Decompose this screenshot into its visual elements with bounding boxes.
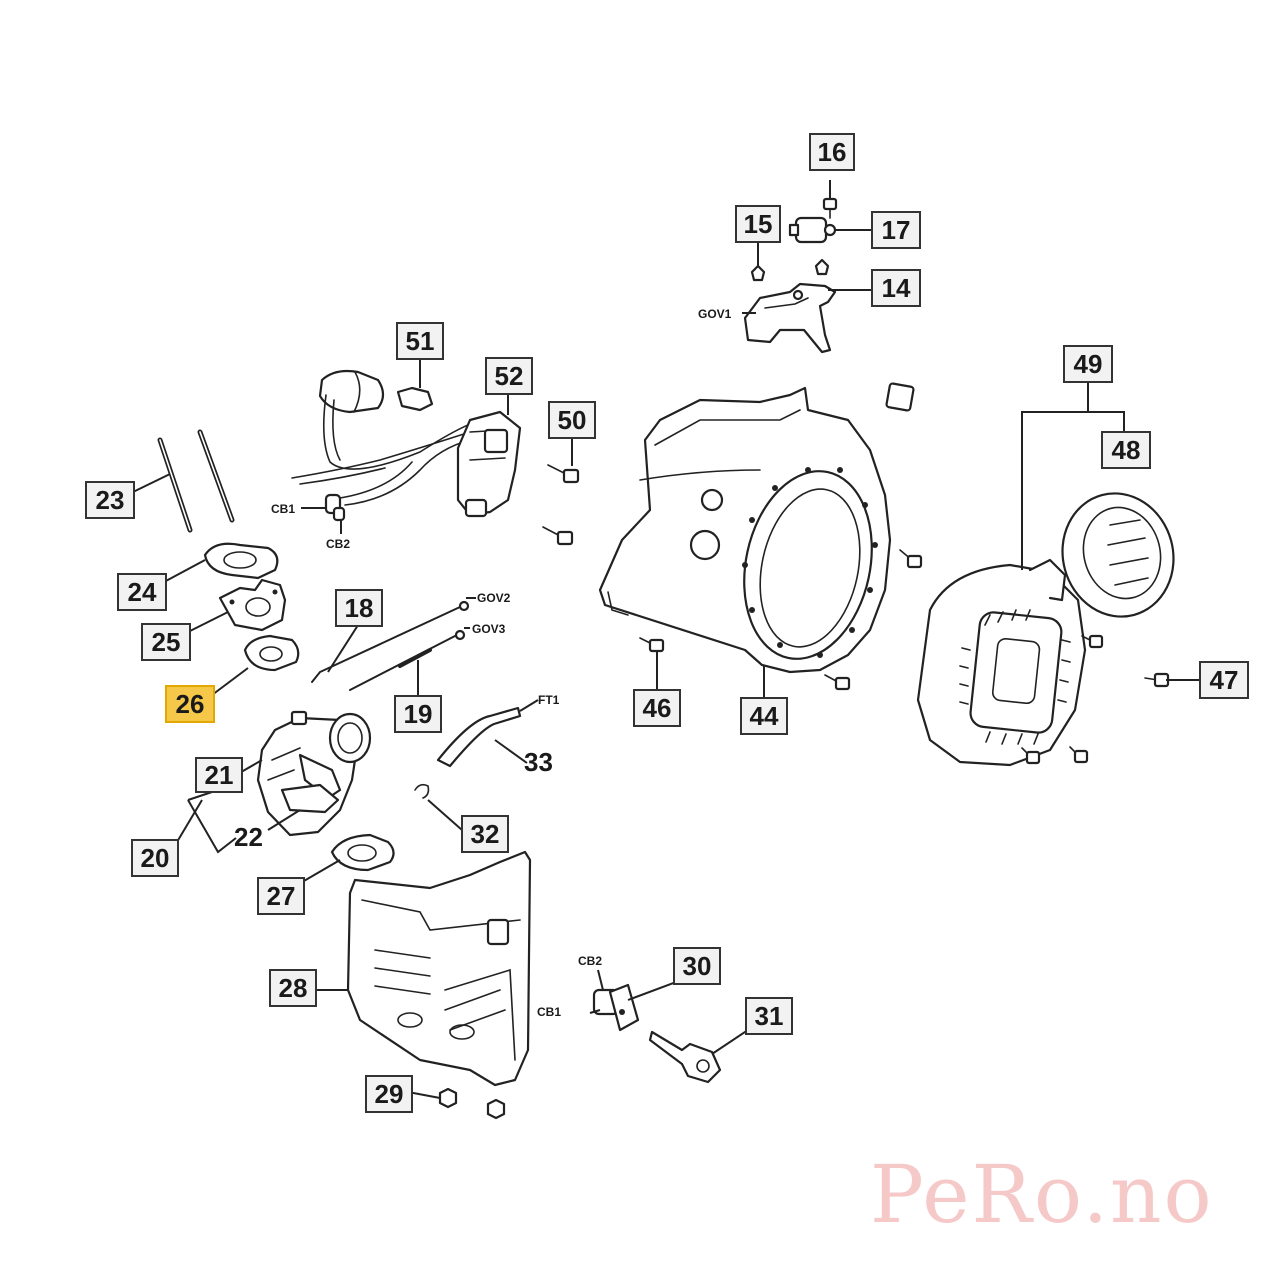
callout-25: 25: [141, 623, 191, 661]
connector-cb2-top: CB2: [326, 537, 350, 551]
part-50-screw: [547, 464, 580, 484]
part-31-key: [648, 1030, 722, 1084]
callout-30: 30: [673, 947, 721, 985]
callout-46: 46: [633, 689, 681, 727]
callout-label-52: 52: [495, 361, 524, 391]
callout-label-22: 22: [234, 822, 263, 852]
part-cb-connectors: [324, 493, 346, 522]
part-15-screw: [750, 264, 766, 282]
callout-27: 27: [257, 877, 305, 915]
callout-label-17: 17: [882, 215, 911, 245]
housing-bolt-holes: [742, 467, 878, 658]
callout-label-49: 49: [1074, 349, 1103, 379]
part-26-gasket: [243, 634, 300, 672]
callout-label-31: 31: [755, 1001, 784, 1031]
part-52-ignition-coil: [456, 410, 522, 518]
part-17-switch: [788, 216, 837, 244]
callout-label-44: 44: [750, 701, 779, 731]
callout-52: 52: [485, 357, 533, 395]
callout-17: 17: [871, 211, 921, 249]
callout-16: 16: [809, 133, 855, 171]
callout-32: 32: [461, 815, 509, 853]
callout-23: 23: [85, 481, 135, 519]
part-49-recoil-starter: [916, 558, 1087, 767]
connector-gov3: GOV3: [472, 622, 506, 636]
callout-label-29: 29: [375, 1079, 404, 1109]
part-25-insulator: [218, 578, 287, 632]
callout-label-20: 20: [141, 843, 170, 873]
callout-label-48: 48: [1112, 435, 1141, 465]
callout-24: 24: [117, 573, 167, 611]
part-50-screw-2: [542, 526, 574, 546]
callout-label-47: 47: [1210, 665, 1239, 695]
callout-label-25: 25: [152, 627, 181, 657]
callout-label-15: 15: [744, 209, 773, 239]
callout-label-26: 26: [176, 689, 205, 719]
callout-label-21: 21: [205, 760, 234, 790]
part-30-key-switch: [592, 983, 640, 1032]
callout-label-51: 51: [406, 326, 435, 356]
part-47-screws: [1021, 634, 1170, 765]
connector-cb1-bottom: CB1: [537, 1005, 561, 1019]
callout-label-28: 28: [279, 973, 308, 1003]
part-nut: [885, 382, 915, 412]
part-18-19-rods: [311, 600, 470, 691]
part-28-side-cover: [346, 850, 532, 1087]
callout-14: 14: [871, 269, 921, 307]
callout-48: 48: [1101, 431, 1151, 469]
part-27-gasket: [330, 833, 395, 872]
callout-label-14: 14: [882, 273, 911, 303]
part-32-clamp: [414, 783, 430, 799]
callout-label-19: 19: [404, 699, 433, 729]
part-16-screw: [822, 197, 838, 219]
connector-ft1: FT1: [538, 693, 560, 707]
callout-47: 47: [1199, 661, 1249, 699]
callout-50: 50: [548, 401, 596, 439]
callout-26: 26: [165, 685, 215, 723]
callout-label-23: 23: [96, 485, 125, 515]
part-51-spark-plug-cap: [291, 369, 491, 506]
part-14-screw: [814, 258, 830, 276]
callout-49: 49: [1063, 345, 1113, 383]
callout-21: 21: [195, 757, 243, 793]
callout-label-33: 33: [524, 747, 553, 777]
part-48-rope-pulley: [1061, 492, 1175, 618]
part-33-fuel-hose: [436, 706, 522, 768]
callout-20: 20: [131, 839, 179, 877]
callout-label-46: 46: [643, 693, 672, 723]
callout-label-24: 24: [128, 577, 157, 607]
callout-label-27: 27: [267, 881, 296, 911]
callout-15: 15: [735, 205, 781, 243]
callout-label-32: 32: [471, 819, 500, 849]
part-14-bracket: [743, 282, 837, 354]
callout-28: 28: [269, 969, 317, 1007]
callout-29: 29: [365, 1075, 413, 1113]
connector-cb1-top: CB1: [271, 502, 295, 516]
part-23-studs: [157, 429, 235, 533]
callout-18: 18: [335, 589, 383, 627]
part-29-nuts: [438, 1087, 506, 1120]
connector-gov1: GOV1: [698, 307, 732, 321]
callout-19: 19: [394, 695, 442, 733]
part-44-fan-housing: [598, 386, 892, 674]
callout-44: 44: [740, 697, 788, 735]
callout-label-18: 18: [345, 593, 374, 623]
part-20-carburetor-assembly: [256, 710, 372, 837]
callout-51: 51: [396, 322, 444, 360]
callout-31: 31: [745, 997, 793, 1035]
part-housing-screws: [639, 549, 923, 691]
connector-gov2: GOV2: [477, 591, 511, 605]
callout-label-50: 50: [558, 405, 587, 435]
callout-label-30: 30: [683, 951, 712, 981]
connector-cb2-bottom: CB2: [578, 954, 602, 968]
part-24-gasket: [203, 542, 279, 580]
callout-label-16: 16: [818, 137, 847, 167]
watermark-logo: PeRo.no: [870, 1148, 1214, 1241]
